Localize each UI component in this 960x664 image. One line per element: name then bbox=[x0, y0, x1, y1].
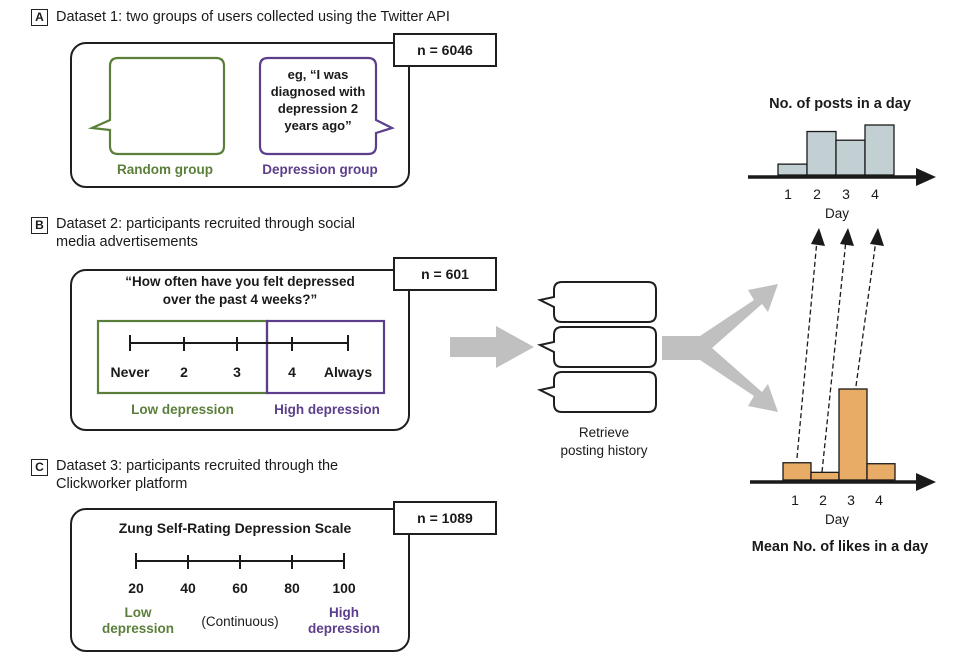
post-bubble-3 bbox=[537, 371, 657, 413]
zung-scale-title: Zung Self-Rating Depression Scale bbox=[118, 520, 352, 536]
gray-arrow-right bbox=[450, 326, 534, 368]
scale-c-40: 40 bbox=[180, 580, 196, 596]
likes-axis-arrowhead bbox=[916, 473, 936, 491]
panel-c-n-box: n = 1089 bbox=[393, 501, 497, 535]
dashed-arrows bbox=[796, 239, 877, 473]
bar-day-4 bbox=[864, 124, 895, 176]
low-depression-label: Low depression bbox=[131, 402, 234, 417]
scale-c-20: 20 bbox=[128, 580, 144, 596]
tick-day-1: 1 bbox=[784, 186, 792, 202]
panel-b-header-line2: media advertisements bbox=[56, 234, 198, 250]
tick-day-4: 4 bbox=[871, 186, 879, 202]
scale-c-80: 80 bbox=[284, 580, 300, 596]
panel-b-header-line1: Dataset 2: participants recruited throug… bbox=[56, 216, 356, 232]
scale-b-3: 3 bbox=[233, 364, 241, 380]
bar-day-3 bbox=[838, 388, 868, 481]
posts-axis-arrowhead bbox=[916, 168, 936, 186]
panel-b-tag: B bbox=[31, 217, 48, 234]
high-depression-label: High depression bbox=[274, 402, 380, 417]
scale-c-60: 60 bbox=[232, 580, 248, 596]
depression-group-bubble bbox=[258, 56, 395, 156]
posts-chart-title: No. of posts in a day bbox=[769, 96, 911, 112]
random-group-bubble bbox=[87, 56, 226, 156]
likes-chart-xlabel: Day bbox=[824, 512, 849, 527]
panel-c-box bbox=[70, 508, 410, 652]
scale-b-never: Never bbox=[110, 364, 150, 380]
bar-day-3 bbox=[835, 139, 866, 176]
scale-b-4: 4 bbox=[288, 364, 296, 380]
post-bubble-1 bbox=[537, 281, 657, 323]
likes-bars bbox=[782, 388, 896, 481]
zung-continuous-label: (Continuous) bbox=[201, 614, 279, 629]
tick-day-2: 2 bbox=[819, 492, 827, 508]
panel-b-n-box: n = 601 bbox=[393, 257, 497, 291]
question-line2: over the past 4 weeks?” bbox=[162, 292, 318, 307]
question-line1: “How often have you felt depressed bbox=[125, 274, 355, 289]
tick-day-2: 2 bbox=[813, 186, 821, 202]
post-bubble-2 bbox=[537, 326, 657, 368]
panel-c-header-line1: Dataset 3: participants recruited throug… bbox=[56, 458, 339, 474]
scale-b-2: 2 bbox=[180, 364, 188, 380]
scale-b-always: Always bbox=[323, 364, 373, 380]
posts-bars bbox=[777, 124, 895, 176]
bar-day-1 bbox=[777, 163, 808, 176]
posts-chart-xlabel: Day bbox=[824, 206, 849, 221]
random-group-label: Random group bbox=[117, 162, 213, 177]
tick-day-3: 3 bbox=[842, 186, 850, 202]
panel-c-tag: C bbox=[31, 459, 48, 476]
bar-day-2 bbox=[810, 471, 840, 481]
tick-day-3: 3 bbox=[847, 492, 855, 508]
panel-a-tag: A bbox=[31, 9, 48, 26]
likes-chart-title: Mean No. of likes in a day bbox=[751, 539, 929, 555]
high-depression-box bbox=[265, 319, 386, 395]
bar-day-2 bbox=[806, 130, 837, 176]
panel-b-box bbox=[70, 269, 410, 431]
depression-group-label: Depression group bbox=[262, 162, 378, 177]
panel-a-header: Dataset 1: two groups of users collected… bbox=[56, 9, 450, 25]
tick-day-4: 4 bbox=[875, 492, 883, 508]
panel-c-header-line2: Clickworker platform bbox=[56, 476, 188, 492]
gray-fork-arrow bbox=[662, 284, 778, 412]
bar-day-1 bbox=[782, 462, 812, 481]
bar-day-4 bbox=[866, 463, 896, 481]
panel-a-n-box: n = 6046 bbox=[393, 33, 497, 67]
dashed-arrow-heads bbox=[811, 228, 884, 246]
tick-day-1: 1 bbox=[791, 492, 799, 508]
scale-c-100: 100 bbox=[332, 580, 356, 596]
depression-quote: eg, “I was diagnosed with depression 2 y… bbox=[270, 67, 366, 133]
